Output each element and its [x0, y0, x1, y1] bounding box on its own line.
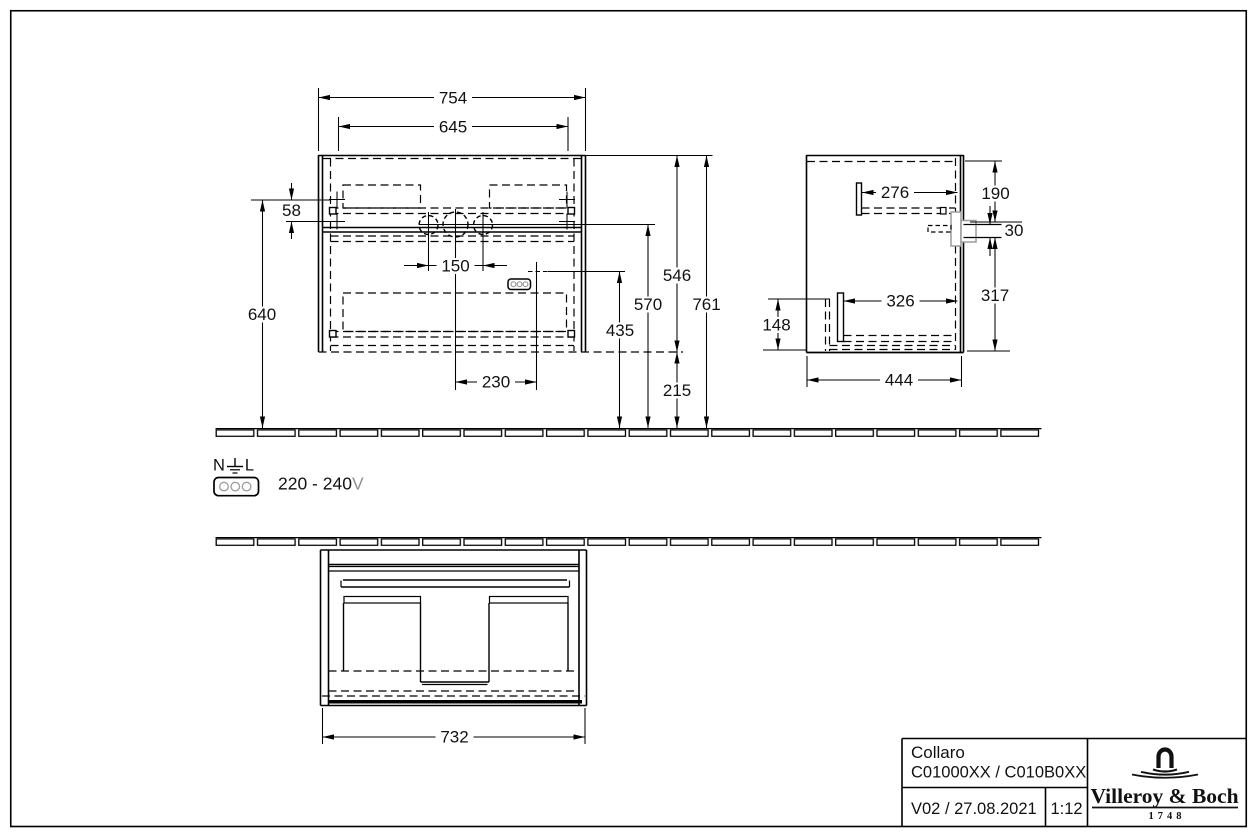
dim-754-label: 754 [439, 89, 467, 108]
dim-230: 230 [455, 373, 537, 392]
dim-30-label: 30 [1005, 221, 1024, 240]
dim-150: 150 [404, 257, 507, 276]
dim-190-label: 190 [981, 184, 1009, 203]
dim-640: 640 [243, 200, 282, 428]
dim-150-label: 150 [441, 257, 469, 276]
dim-276-label: 276 [881, 183, 909, 202]
product-name: Collaro [911, 743, 965, 762]
sheet-border [9, 9, 1248, 828]
dim-761: 761 [687, 155, 726, 428]
dim-435-label: 435 [606, 321, 634, 340]
brand-name: Villeroy & Boch [1090, 784, 1238, 808]
dim-640-label: 640 [248, 305, 276, 324]
electrical-connection: N L 220 - 240V [213, 457, 364, 497]
dim-546-label: 546 [663, 266, 691, 285]
dim-570: 570 [629, 224, 667, 428]
dim-148-label: 148 [762, 316, 790, 335]
plan-view [319, 549, 588, 707]
dim-645: 645 [337, 117, 569, 151]
dim-546: 546 [658, 155, 696, 352]
dim-444-label: 444 [885, 371, 913, 390]
dim-215-label: 215 [663, 381, 691, 400]
dim-754: 754 [317, 88, 587, 151]
dim-58: 58 [251, 183, 330, 239]
dim-761-label: 761 [692, 295, 720, 314]
front-view [317, 154, 713, 390]
villeroy-boch-logo: Villeroy & Boch 1748 [1090, 747, 1239, 822]
dim-230-label: 230 [482, 373, 510, 392]
dim-148: 148 [757, 298, 830, 351]
dim-58-label: 58 [282, 201, 301, 220]
dim-570-label: 570 [634, 295, 662, 314]
line-label: L [245, 457, 254, 475]
dim-317: 317 [967, 237, 1014, 352]
title-block: Collaro C01000XX / C010B0XX V02 / 27.08.… [901, 737, 1247, 827]
voltage-label: 220 - 240V [278, 474, 364, 494]
drawing-scale: 1:12 [1050, 800, 1082, 818]
plug-socket-icon [213, 476, 260, 497]
floor-line-upper [215, 428, 1042, 438]
dim-317-label: 317 [981, 286, 1009, 305]
dim-645-label: 645 [439, 118, 467, 137]
dim-215: 215 [658, 352, 696, 428]
dim-30: 30 [987, 206, 1027, 256]
dim-444: 444 [806, 356, 963, 390]
dim-190: 190 [965, 160, 1022, 223]
neutral-label: N [213, 457, 225, 475]
vb-logo-icon [1131, 747, 1199, 779]
version-date: V02 / 27.08.2021 [911, 800, 1037, 818]
dim-732: 732 [321, 708, 586, 747]
dim-276: 276 [862, 183, 958, 202]
dim-326: 326 [843, 292, 958, 311]
brand-year: 1748 [1149, 811, 1186, 822]
earth-icon [227, 458, 243, 474]
dim-326-label: 326 [886, 292, 914, 311]
floor-line-lower [215, 537, 1042, 547]
socket-icon [507, 278, 532, 291]
dim-435: 435 [601, 271, 639, 428]
product-codes: C01000XX / C010B0XX [911, 764, 1086, 782]
dim-732-label: 732 [440, 728, 468, 747]
